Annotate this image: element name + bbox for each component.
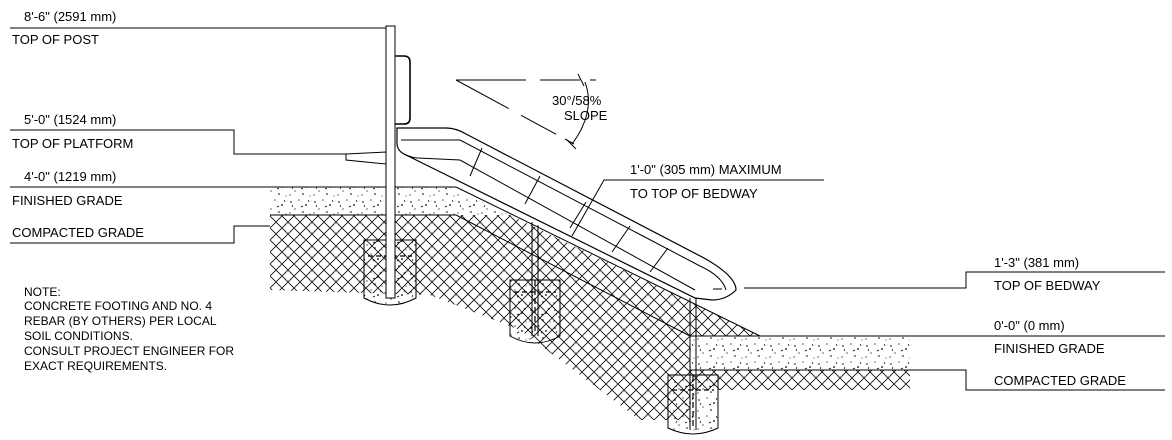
lower-compacted-grade-label: COMPACTED GRADE <box>994 373 1126 388</box>
upper-compacted-grade-label: COMPACTED GRADE <box>12 225 144 240</box>
note-line: SOIL CONDITIONS. <box>24 329 133 343</box>
slope-dimension <box>455 73 596 150</box>
lower-grade-dimension: 0'-0" (0 mm) <box>994 318 1065 333</box>
post-handle <box>395 55 411 125</box>
compacted-ground-hatch <box>270 215 910 420</box>
bedway-max-leader <box>571 179 824 237</box>
note-line: EXACT REQUIREMENTS. <box>24 359 167 373</box>
note-line: CONSULT PROJECT ENGINEER FOR <box>24 344 234 358</box>
top-of-bedway-label: TOP OF BEDWAY <box>994 278 1101 293</box>
right-leader-lines <box>744 271 1165 391</box>
top-of-platform-dimension: 5'-0" (1524 mm) <box>24 112 116 127</box>
platform <box>345 151 387 165</box>
footing-exit <box>667 374 719 435</box>
note-title: NOTE: <box>24 285 61 299</box>
grade-lines <box>270 186 910 371</box>
bedway-max-line2: TO TOP OF BEDWAY <box>630 186 758 201</box>
slope-angle-label: 30°/58% <box>552 93 602 108</box>
upper-finished-grade-label: FINISHED GRADE <box>12 193 123 208</box>
top-of-bedway-dimension: 1'-3" (381 mm) <box>994 255 1079 270</box>
top-of-post-label: TOP OF POST <box>12 32 99 47</box>
lower-finished-grade-soil <box>690 336 910 370</box>
lower-finished-grade-label: FINISHED GRADE <box>994 341 1105 356</box>
slide-support-legs <box>531 222 697 430</box>
top-of-platform-label: TOP OF PLATFORM <box>12 136 133 151</box>
note-line: REBAR (BY OTHERS) PER LOCAL <box>24 314 217 328</box>
top-of-post-dimension: 8'-6" (2591 mm) <box>24 9 116 24</box>
footing-middle <box>509 279 561 344</box>
bedway-max-line1: 1'-0" (305 mm) MAXIMUM <box>630 162 782 177</box>
note-line: CONCRETE FOOTING AND NO. 4 <box>24 299 212 313</box>
main-post <box>385 25 396 299</box>
left-leader-lines <box>10 27 386 244</box>
slope-label: SLOPE <box>564 108 608 123</box>
upper-grade-dimension: 4'-0" (1219 mm) <box>24 169 116 184</box>
slide-bedway <box>396 127 737 301</box>
installation-note: NOTE: CONCRETE FOOTING AND NO. 4 REBAR (… <box>24 285 234 373</box>
